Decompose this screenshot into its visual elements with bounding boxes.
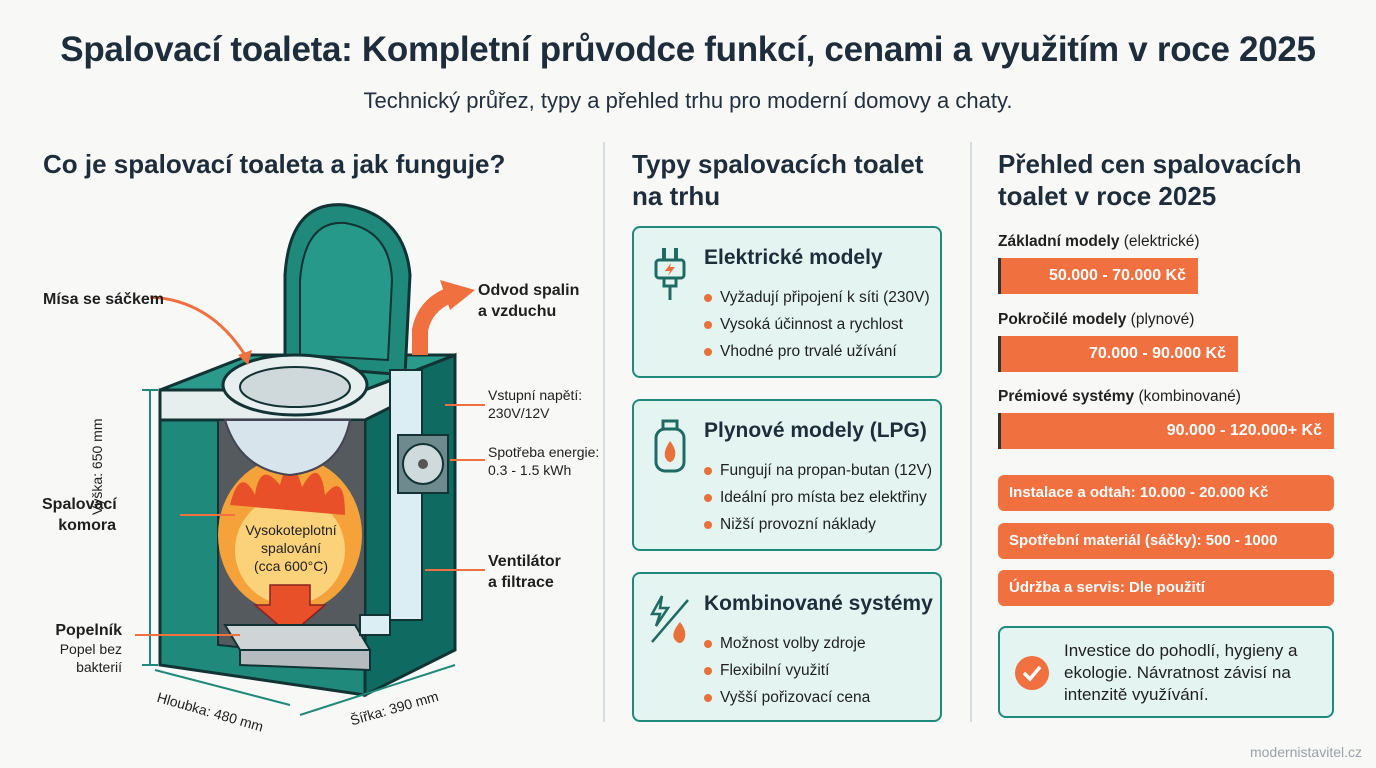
gas-cylinder-icon [654, 419, 686, 473]
list-item: Vysoká účinnost a rychlost [704, 311, 930, 338]
list-item: Fungují na propan-butan (12V) [704, 457, 932, 484]
price-label: Pokročilé modely (plynové) [998, 311, 1195, 328]
card-title: Elektrické modely [704, 246, 883, 269]
list-item: Vyšší pořizovací cena [704, 684, 870, 711]
card-title: Plynové modely (LPG) [704, 419, 927, 442]
card-combined: Kombinované systémy Možnost volby zdroje… [632, 572, 942, 722]
cost-item: Údržba a servis: Dle použití [998, 570, 1334, 606]
column-divider [603, 142, 605, 722]
cost-item: Instalace a odtah: 10.000 - 20.000 Kč [998, 475, 1334, 511]
price-bar: 90.000 - 120.000+ Kč [998, 413, 1334, 449]
list-item: Nižší provozní náklady [704, 511, 932, 538]
page-title: Spalovací toaleta: Kompletní průvodce fu… [60, 30, 1316, 69]
check-icon [1015, 656, 1049, 690]
card-gas: Plynové modely (LPG) Fungují na propan-b… [632, 399, 942, 551]
price-label: Základní modely (elektrické) [998, 233, 1200, 250]
list-item: Flexibilní využití [704, 657, 870, 684]
card-electric: Elektrické modely Vyžadují připojení k s… [632, 226, 942, 378]
toilet-cross-section-illustration [135, 203, 485, 716]
list-item: Vyžadují připojení k síti (230V) [704, 284, 930, 311]
summary-text: Investice do pohodlí, hygieny a ekologie… [1064, 641, 1298, 704]
label-energy: Spotřeba energie:0.3 - 1.5 kWh [488, 444, 600, 478]
label-height: Výška: 650 mm [89, 418, 105, 515]
label-voltage: Vstupní napětí:230V/12V [488, 387, 583, 421]
page-subtitle: Technický průřez, typy a přehled trhu pr… [363, 88, 1013, 113]
label-ash: Popelník Popel bez bakterií [55, 622, 122, 675]
lightning-flame-icon [649, 595, 689, 643]
footer-source: modernistavitel.cz [1249, 744, 1362, 760]
column-divider [970, 142, 972, 722]
plug-icon [654, 248, 686, 300]
summary-note: Investice do pohodlí, hygieny a ekologie… [998, 626, 1334, 718]
price-bar: 50.000 - 70.000 Kč [998, 258, 1198, 294]
list-item: Vhodné pro trvalé užívání [704, 338, 930, 365]
price-bar: 70.000 - 90.000 Kč [998, 336, 1238, 372]
cost-item: Spotřební materiál (sáčky): 500 - 1000 K… [998, 523, 1334, 585]
price-label: Prémiové systémy (kombinované) [998, 388, 1241, 405]
list-item: Ideální pro místa bez elektřiny [704, 484, 932, 511]
label-bowl: Mísa se sáčkem [43, 291, 164, 308]
card-title: Kombinované systémy [704, 592, 933, 615]
left-heading: Co je spalovací toaleta a jak funguje? [43, 149, 506, 179]
list-item: Možnost volby zdroje [704, 630, 870, 657]
